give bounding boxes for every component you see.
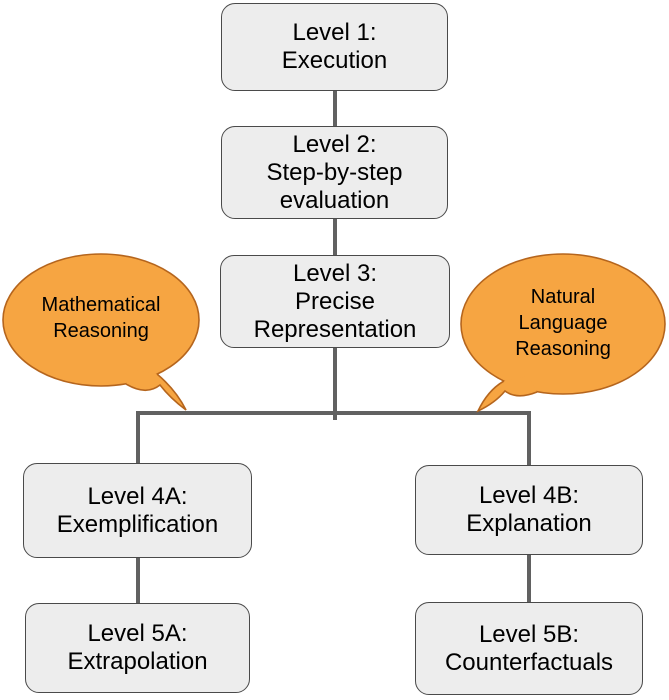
callout-left-tail-fill — [126, 370, 186, 410]
node-level-4a: Level 4A: Exemplification — [23, 463, 252, 558]
node-level-5a-title: Level 5A: — [87, 620, 188, 647]
node-level-4a-label: Exemplification — [56, 510, 219, 538]
node-level-4b: Level 4B: Explanation — [415, 465, 643, 555]
callout-mathematical-reasoning-text: Mathematical Reasoning — [41, 294, 161, 342]
callout-right-ellipse — [460, 253, 666, 395]
node-level-3: Level 3: Precise Representation — [220, 255, 450, 348]
callout-right-tail-outline — [476, 380, 538, 413]
callout-right-shape — [460, 253, 666, 413]
node-level-1-title: Level 1: — [292, 19, 377, 46]
node-level-3-title: Level 3: — [292, 259, 378, 287]
node-level-1: Level 1: Execution — [221, 3, 448, 91]
node-level-1-label: Execution — [281, 47, 388, 74]
node-level-2: Level 2: Step-by-step evaluation — [221, 126, 448, 219]
node-level-2-label: Step-by-step evaluation — [266, 158, 403, 214]
node-level-5a: Level 5A: Extrapolation — [25, 603, 250, 693]
callout-left-ellipse — [2, 253, 200, 387]
connector-lines — [136, 89, 531, 605]
node-level-4b-label: Explanation — [466, 510, 592, 537]
callout-left-tail-outline — [125, 373, 187, 411]
node-level-4b-title: Level 4B: — [478, 482, 580, 509]
node-level-2-title: Level 2: — [292, 130, 377, 158]
node-level-4a-title: Level 4A: — [87, 482, 188, 510]
node-level-5a-label: Extrapolation — [67, 648, 208, 675]
callout-natural-language-reasoning-text: Natural Language Reasoning — [515, 286, 611, 360]
node-level-5b-label: Counterfactuals — [444, 648, 614, 676]
node-level-3-label: Precise Representation — [253, 287, 417, 343]
callout-left-shape — [2, 253, 200, 411]
node-level-5b: Level 5B: Counterfactuals — [415, 602, 643, 695]
node-level-5b-title: Level 5B: — [478, 620, 580, 648]
